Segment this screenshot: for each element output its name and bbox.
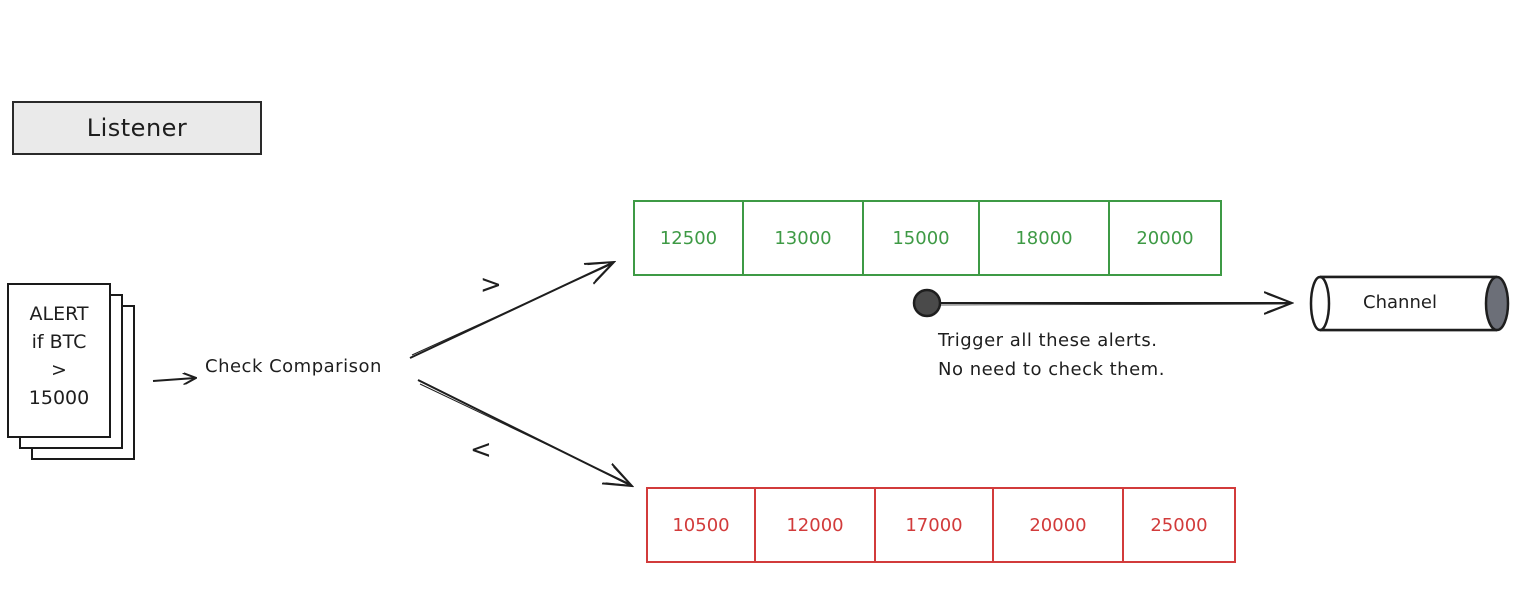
less-value-cell: 17000 <box>876 489 994 561</box>
alert-line: > <box>51 359 67 381</box>
greater-value-cell: 18000 <box>980 202 1110 274</box>
greater-than-label: > <box>480 270 502 300</box>
alert-text: ALERT if BTC > 15000 <box>7 300 111 412</box>
less-branch-arrow <box>417 379 632 486</box>
channel-label: Channel <box>1363 292 1437 313</box>
trigger-start-dot <box>912 288 942 318</box>
greater-value-cell: 12500 <box>635 202 744 274</box>
trigger-note: Trigger all these alerts. No need to che… <box>938 326 1165 384</box>
less-value-cell: 20000 <box>994 489 1124 561</box>
alert-to-check-arrow <box>152 378 195 381</box>
alert-line: if BTC <box>31 331 87 353</box>
less-value-cell: 10500 <box>648 489 756 561</box>
greater-value-cell: 13000 <box>744 202 864 274</box>
less-values-row: 10500 12000 17000 20000 25000 <box>646 487 1236 563</box>
trigger-note-line: No need to check them. <box>938 359 1165 380</box>
less-value-cell: 25000 <box>1150 514 1208 536</box>
alert-line: ALERT <box>29 303 89 325</box>
alert-line: 15000 <box>28 387 90 409</box>
less-value-cell: 12000 <box>756 489 876 561</box>
trigger-note-line: Trigger all these alerts. <box>938 330 1158 351</box>
listener-label: Listener <box>86 114 188 142</box>
trigger-to-channel-arrow <box>939 303 1292 305</box>
greater-branch-arrow <box>409 262 614 359</box>
greater-value-cell: 15000 <box>864 202 980 274</box>
greater-values-row: 12500 13000 15000 18000 20000 <box>633 200 1222 276</box>
check-comparison-label: Check Comparison <box>205 356 382 377</box>
greater-value-cell: 20000 <box>1136 227 1194 249</box>
less-than-label: < <box>470 435 492 465</box>
listener-box: Listener <box>12 101 262 155</box>
